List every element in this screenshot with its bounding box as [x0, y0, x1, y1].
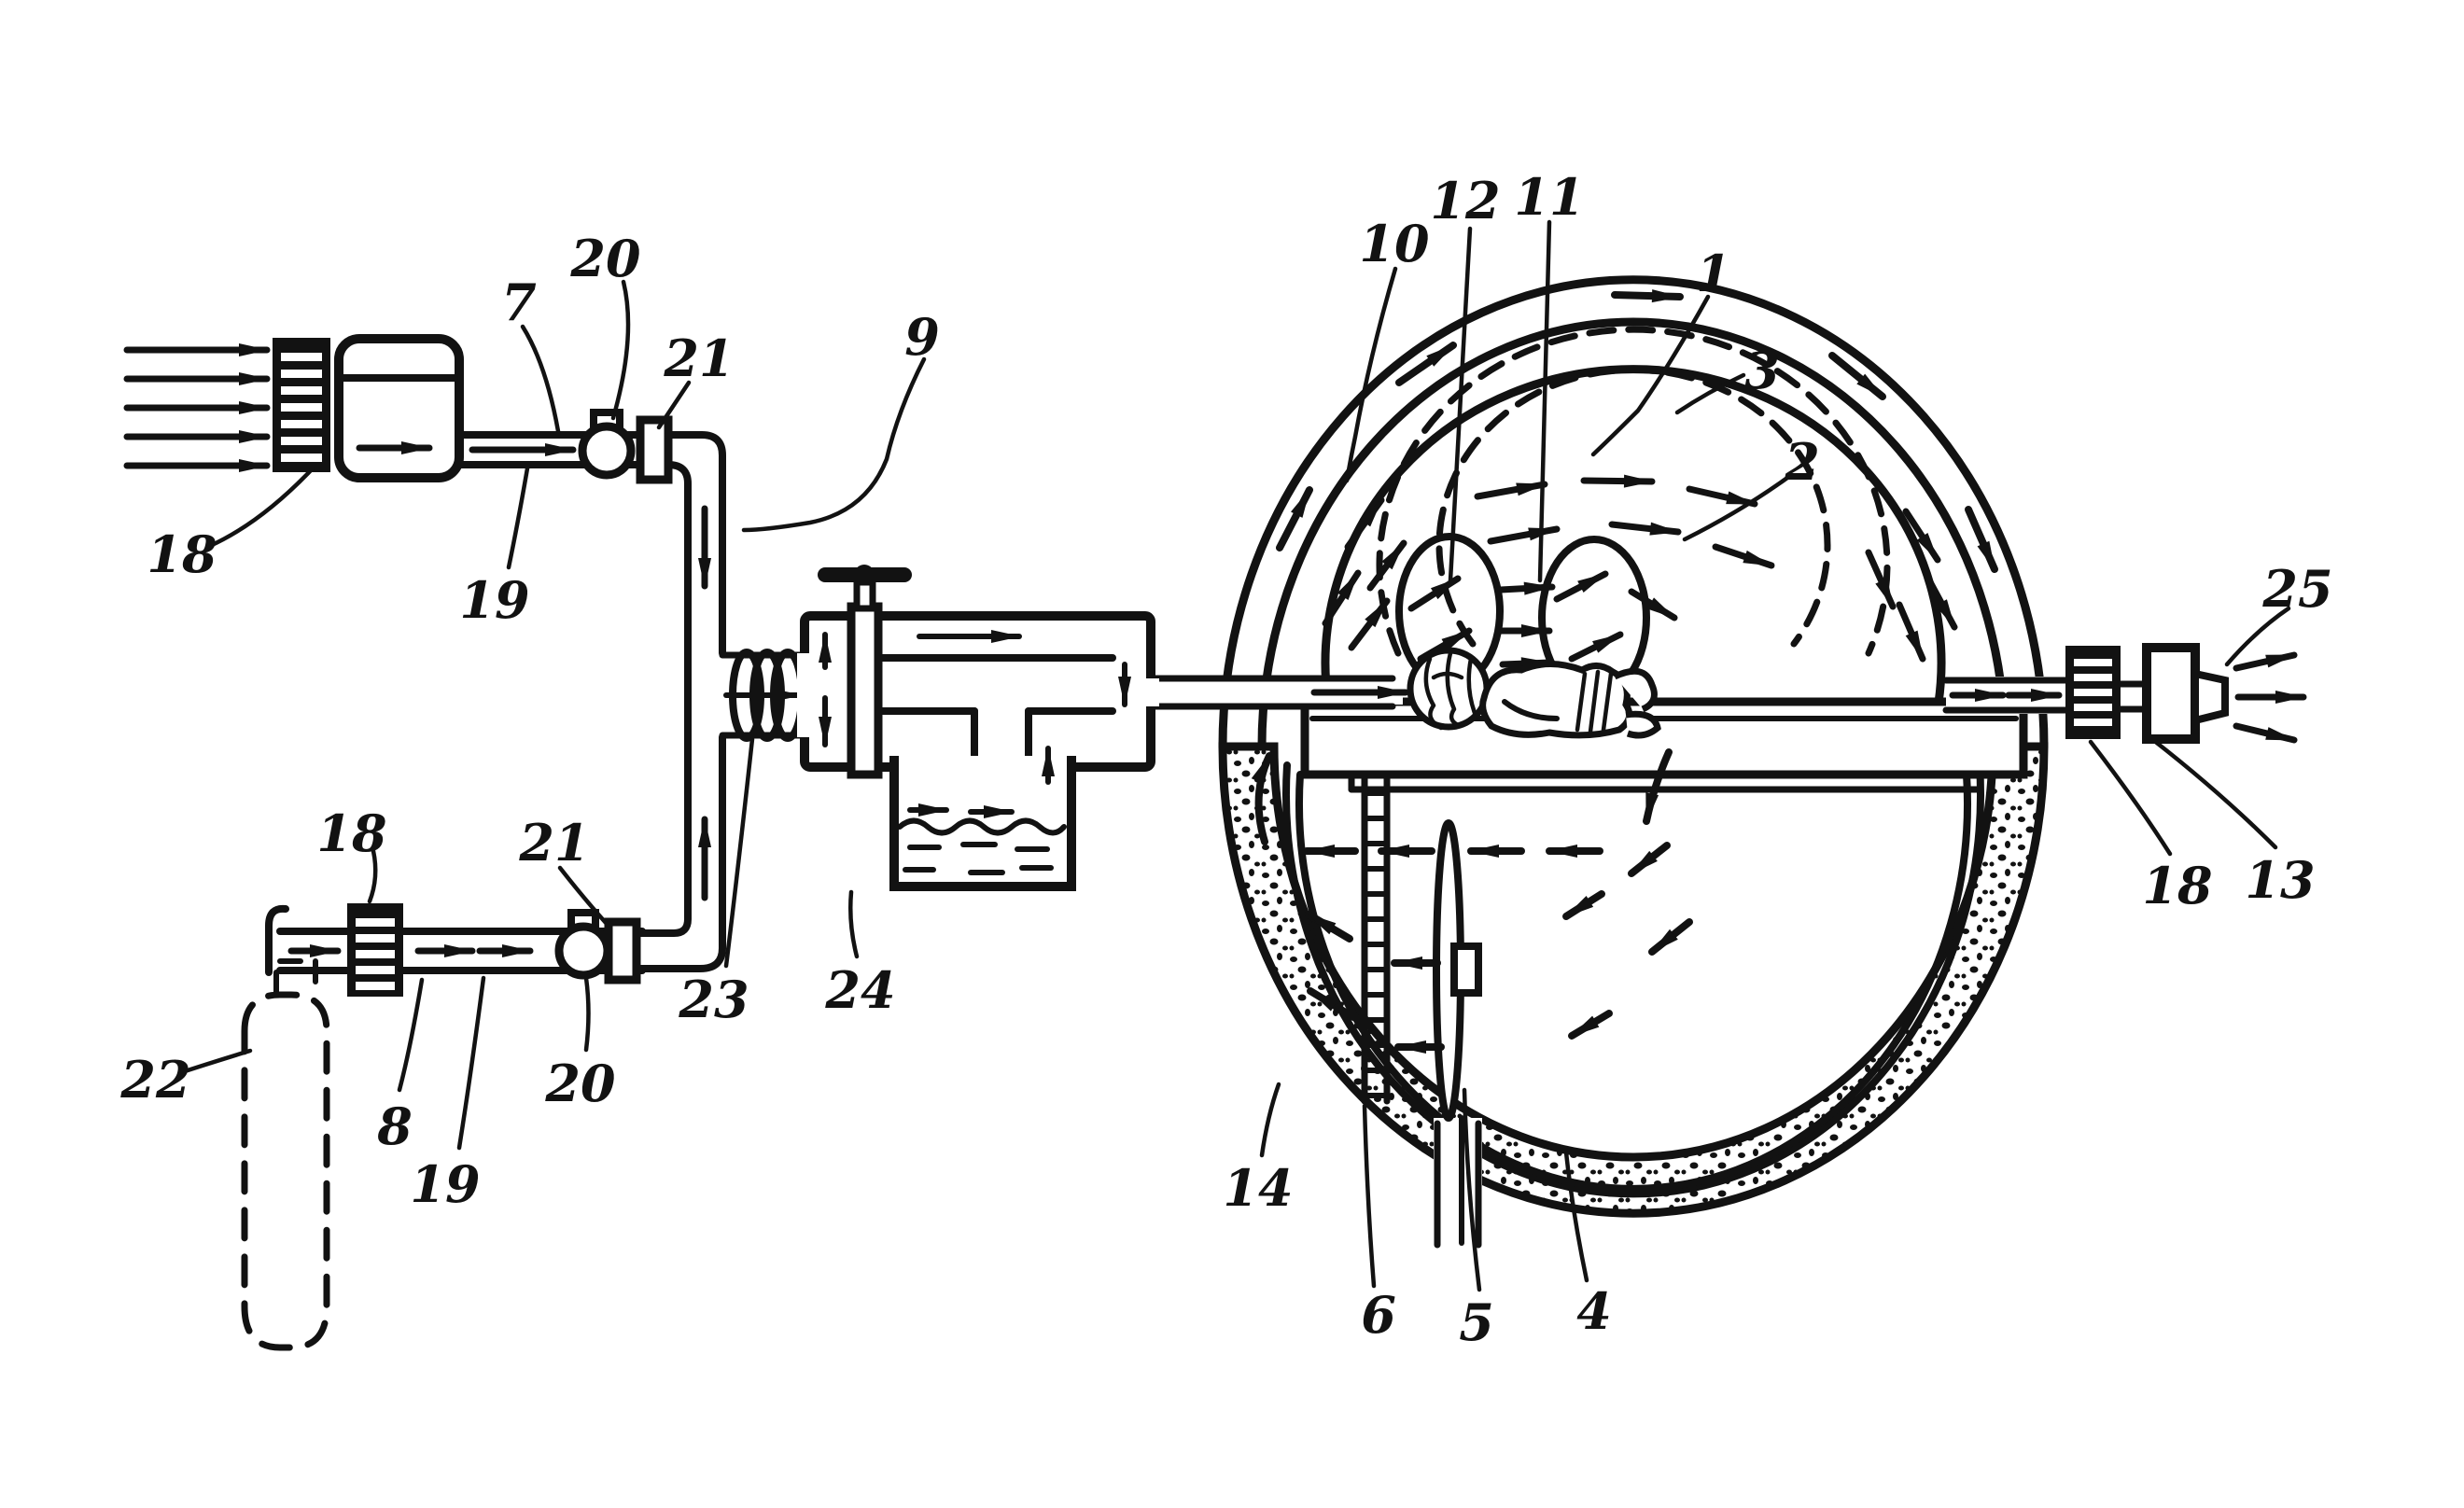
coil-23	[723, 649, 805, 742]
ref-label-10: 10	[1359, 214, 1429, 273]
junction-pipe	[633, 431, 812, 972]
streamline-arrows	[1322, 474, 1958, 671]
inlet-pipe-to-dome	[1147, 675, 1409, 710]
ref-label-19a: 19	[459, 570, 529, 630]
ref-label-7: 7	[501, 272, 537, 332]
ref-label-21b: 21	[518, 813, 589, 873]
water-surface	[897, 817, 1067, 836]
outlet-assembly	[1942, 643, 2307, 744]
ref-label-24: 24	[824, 960, 895, 1020]
bowl-flow-arrows	[1251, 748, 1693, 1054]
ref-label-22: 22	[119, 1050, 190, 1110]
reference-numerals: 7 20 21 19 18 9 22 18 21 8 19 20 23 24 1…	[119, 167, 2332, 1352]
ref-label-18c: 18	[2142, 856, 2212, 915]
intake-arrows	[123, 343, 271, 472]
outlet-valve	[2142, 643, 2200, 744]
channel-flow-arrows	[1276, 289, 1998, 573]
ref-label-25: 25	[2261, 559, 2332, 619]
water-tank	[889, 756, 1076, 891]
ref-label-3: 3	[1744, 341, 1780, 400]
oxygen-cylinder	[241, 991, 330, 1351]
infant-foot	[1625, 710, 1661, 739]
cylinder-regulator	[265, 904, 289, 976]
fan-pump-unit	[334, 334, 464, 482]
ref-label-19b: 19	[410, 1154, 480, 1214]
ref-label-14: 14	[1223, 1158, 1293, 1218]
streamline-arcs	[1376, 326, 1891, 657]
humidifier-assembly	[797, 565, 1159, 891]
infant-arm	[1502, 699, 1560, 721]
inner-channel-wall	[1257, 317, 2009, 751]
ref-label-23: 23	[678, 970, 749, 1029]
water-dashes	[903, 842, 1054, 875]
leader-lines	[182, 219, 2291, 1292]
outlet-filter	[2065, 646, 2121, 739]
ref-label-1: 1	[1696, 244, 1731, 303]
air-intake-branch	[123, 334, 673, 484]
ref-label-21a: 21	[663, 328, 734, 388]
exhaust-arrows	[2233, 651, 2307, 744]
cylinder-cap	[273, 958, 318, 996]
ref-label-6: 6	[1361, 1285, 1396, 1345]
infant-leg	[1613, 667, 1658, 713]
bowl-liner	[1282, 761, 1984, 1198]
ref-label-5: 5	[1459, 1292, 1494, 1352]
humidifier-flow-arrows	[819, 630, 1131, 818]
ref-label-18a: 18	[147, 524, 217, 584]
ref-label-12: 12	[1430, 171, 1500, 230]
infant-figure	[1407, 647, 1661, 739]
ref-label-13: 13	[2245, 850, 2315, 910]
ref-label-11: 11	[1514, 167, 1584, 227]
ref-label-9: 9	[904, 307, 940, 367]
oxygen-branch	[241, 903, 646, 1351]
ref-label-4: 4	[1576, 1281, 1612, 1341]
oxygen-filter	[347, 903, 403, 997]
heater-element	[1361, 774, 1391, 1105]
fan-hub	[1450, 942, 1482, 997]
diaper-hatch	[1575, 669, 1614, 734]
outlet-nozzle	[2191, 669, 2229, 726]
insulation-band	[1218, 742, 2049, 1218]
ref-label-8: 8	[376, 1096, 413, 1156]
ref-label-2: 2	[1784, 432, 1820, 492]
ref-label-20b: 20	[544, 1054, 615, 1113]
valve-20-top	[578, 422, 636, 480]
ref-label-20a: 20	[569, 229, 640, 288]
inner-dome	[1321, 365, 1946, 707]
outer-dome-shell	[1218, 275, 2049, 751]
fan-assembly	[1433, 819, 1482, 1249]
fitting-21-top	[636, 415, 673, 484]
fitting-21-bottom	[604, 917, 641, 984]
insulation-bowl	[1218, 742, 2049, 1218]
stopcock-plunger	[847, 602, 883, 779]
air-filter	[273, 338, 330, 472]
valve-20-bottom	[554, 922, 612, 980]
ref-label-18b: 18	[316, 803, 386, 863]
